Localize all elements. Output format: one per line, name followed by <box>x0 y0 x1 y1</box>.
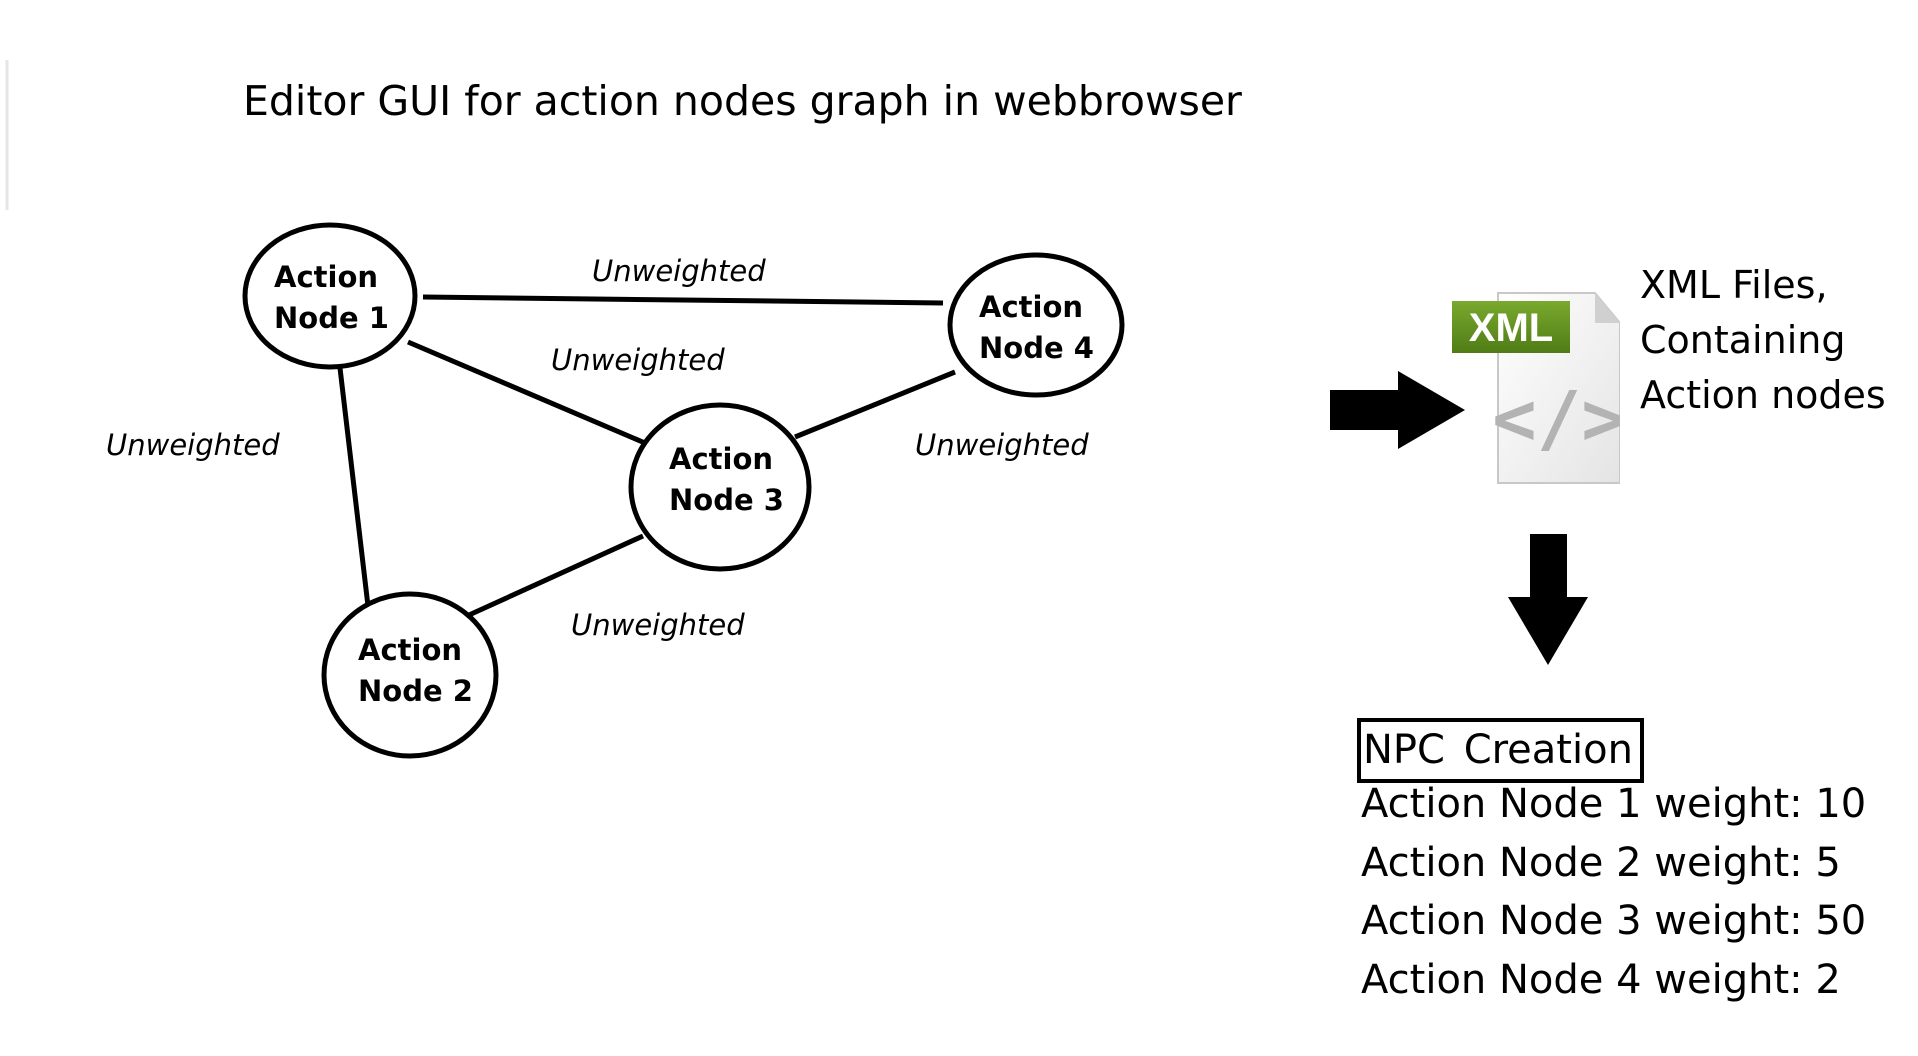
node-1-label-line2: Node 1 <box>274 301 389 335</box>
xml-badge <box>1452 301 1570 353</box>
arrow-right-icon <box>1330 371 1465 449</box>
xml-file-icon: XML </> <box>1452 292 1620 484</box>
xml-badge-text: XML <box>1469 306 1553 350</box>
node-3-label-line1: Action <box>669 442 774 476</box>
edge-node4-node3[interactable] <box>794 369 956 440</box>
edge-node1-node3[interactable] <box>407 339 646 446</box>
xml-code-glyph: </> <box>1492 376 1620 462</box>
node-2-label-line2: Node 2 <box>358 674 473 708</box>
xml-caption-line3: Action nodes <box>1640 373 1886 417</box>
node-3-circle[interactable] <box>628 402 812 572</box>
edge-node3-node2[interactable] <box>467 533 645 618</box>
node-4-label-line1: Action <box>979 290 1084 324</box>
node-4-label: Action Node 4 <box>979 287 1094 369</box>
arrow-down-icon <box>1508 534 1588 665</box>
node-3-label-line2: Node 3 <box>669 483 784 517</box>
edge-label-node4-node3: Unweighted <box>915 428 1089 462</box>
node-3-label: Action Node 3 <box>669 439 784 521</box>
node-4-label-line2: Node 4 <box>979 331 1094 365</box>
node-2-label: Action Node 2 <box>358 630 473 712</box>
edge-node1-node4[interactable] <box>422 294 944 306</box>
weight-node-3: Action Node 3 weight: 50 <box>1361 898 1867 944</box>
node-2-circle[interactable] <box>321 591 499 759</box>
xml-caption-line1: XML Files, <box>1640 263 1828 307</box>
npc-creation-title: NPC Creation <box>1357 718 1644 783</box>
node-1-circle[interactable] <box>242 222 418 370</box>
node-1-label: Action Node 1 <box>274 257 389 339</box>
edge-label-node3-node2: Unweighted <box>571 608 745 642</box>
xml-caption-line2: Containing <box>1640 318 1846 362</box>
page-title: Editor GUI for action nodes graph in web… <box>243 77 1242 125</box>
edge-label-node1-node2: Unweighted <box>106 428 280 462</box>
weight-node-1: Action Node 1 weight: 10 <box>1361 781 1867 827</box>
node-4-circle[interactable] <box>947 252 1125 398</box>
npc-weights-list: Action Node 1 weight: 10 Action Node 2 w… <box>1361 775 1866 1009</box>
xml-caption: XML Files, Containing Action nodes <box>1640 258 1886 423</box>
weight-node-4: Action Node 4 weight: 2 <box>1361 956 1841 1003</box>
xml-page-fold <box>1595 293 1620 323</box>
weight-node-2: Action Node 2 weight: 5 <box>1361 839 1841 886</box>
node-2-label-line1: Action <box>358 633 463 667</box>
edge-label-node1-node3: Unweighted <box>551 343 725 377</box>
edge-label-node1-node4: Unweighted <box>592 254 766 288</box>
node-1-label-line1: Action <box>274 260 379 294</box>
edge-node1-node2[interactable] <box>337 367 371 607</box>
